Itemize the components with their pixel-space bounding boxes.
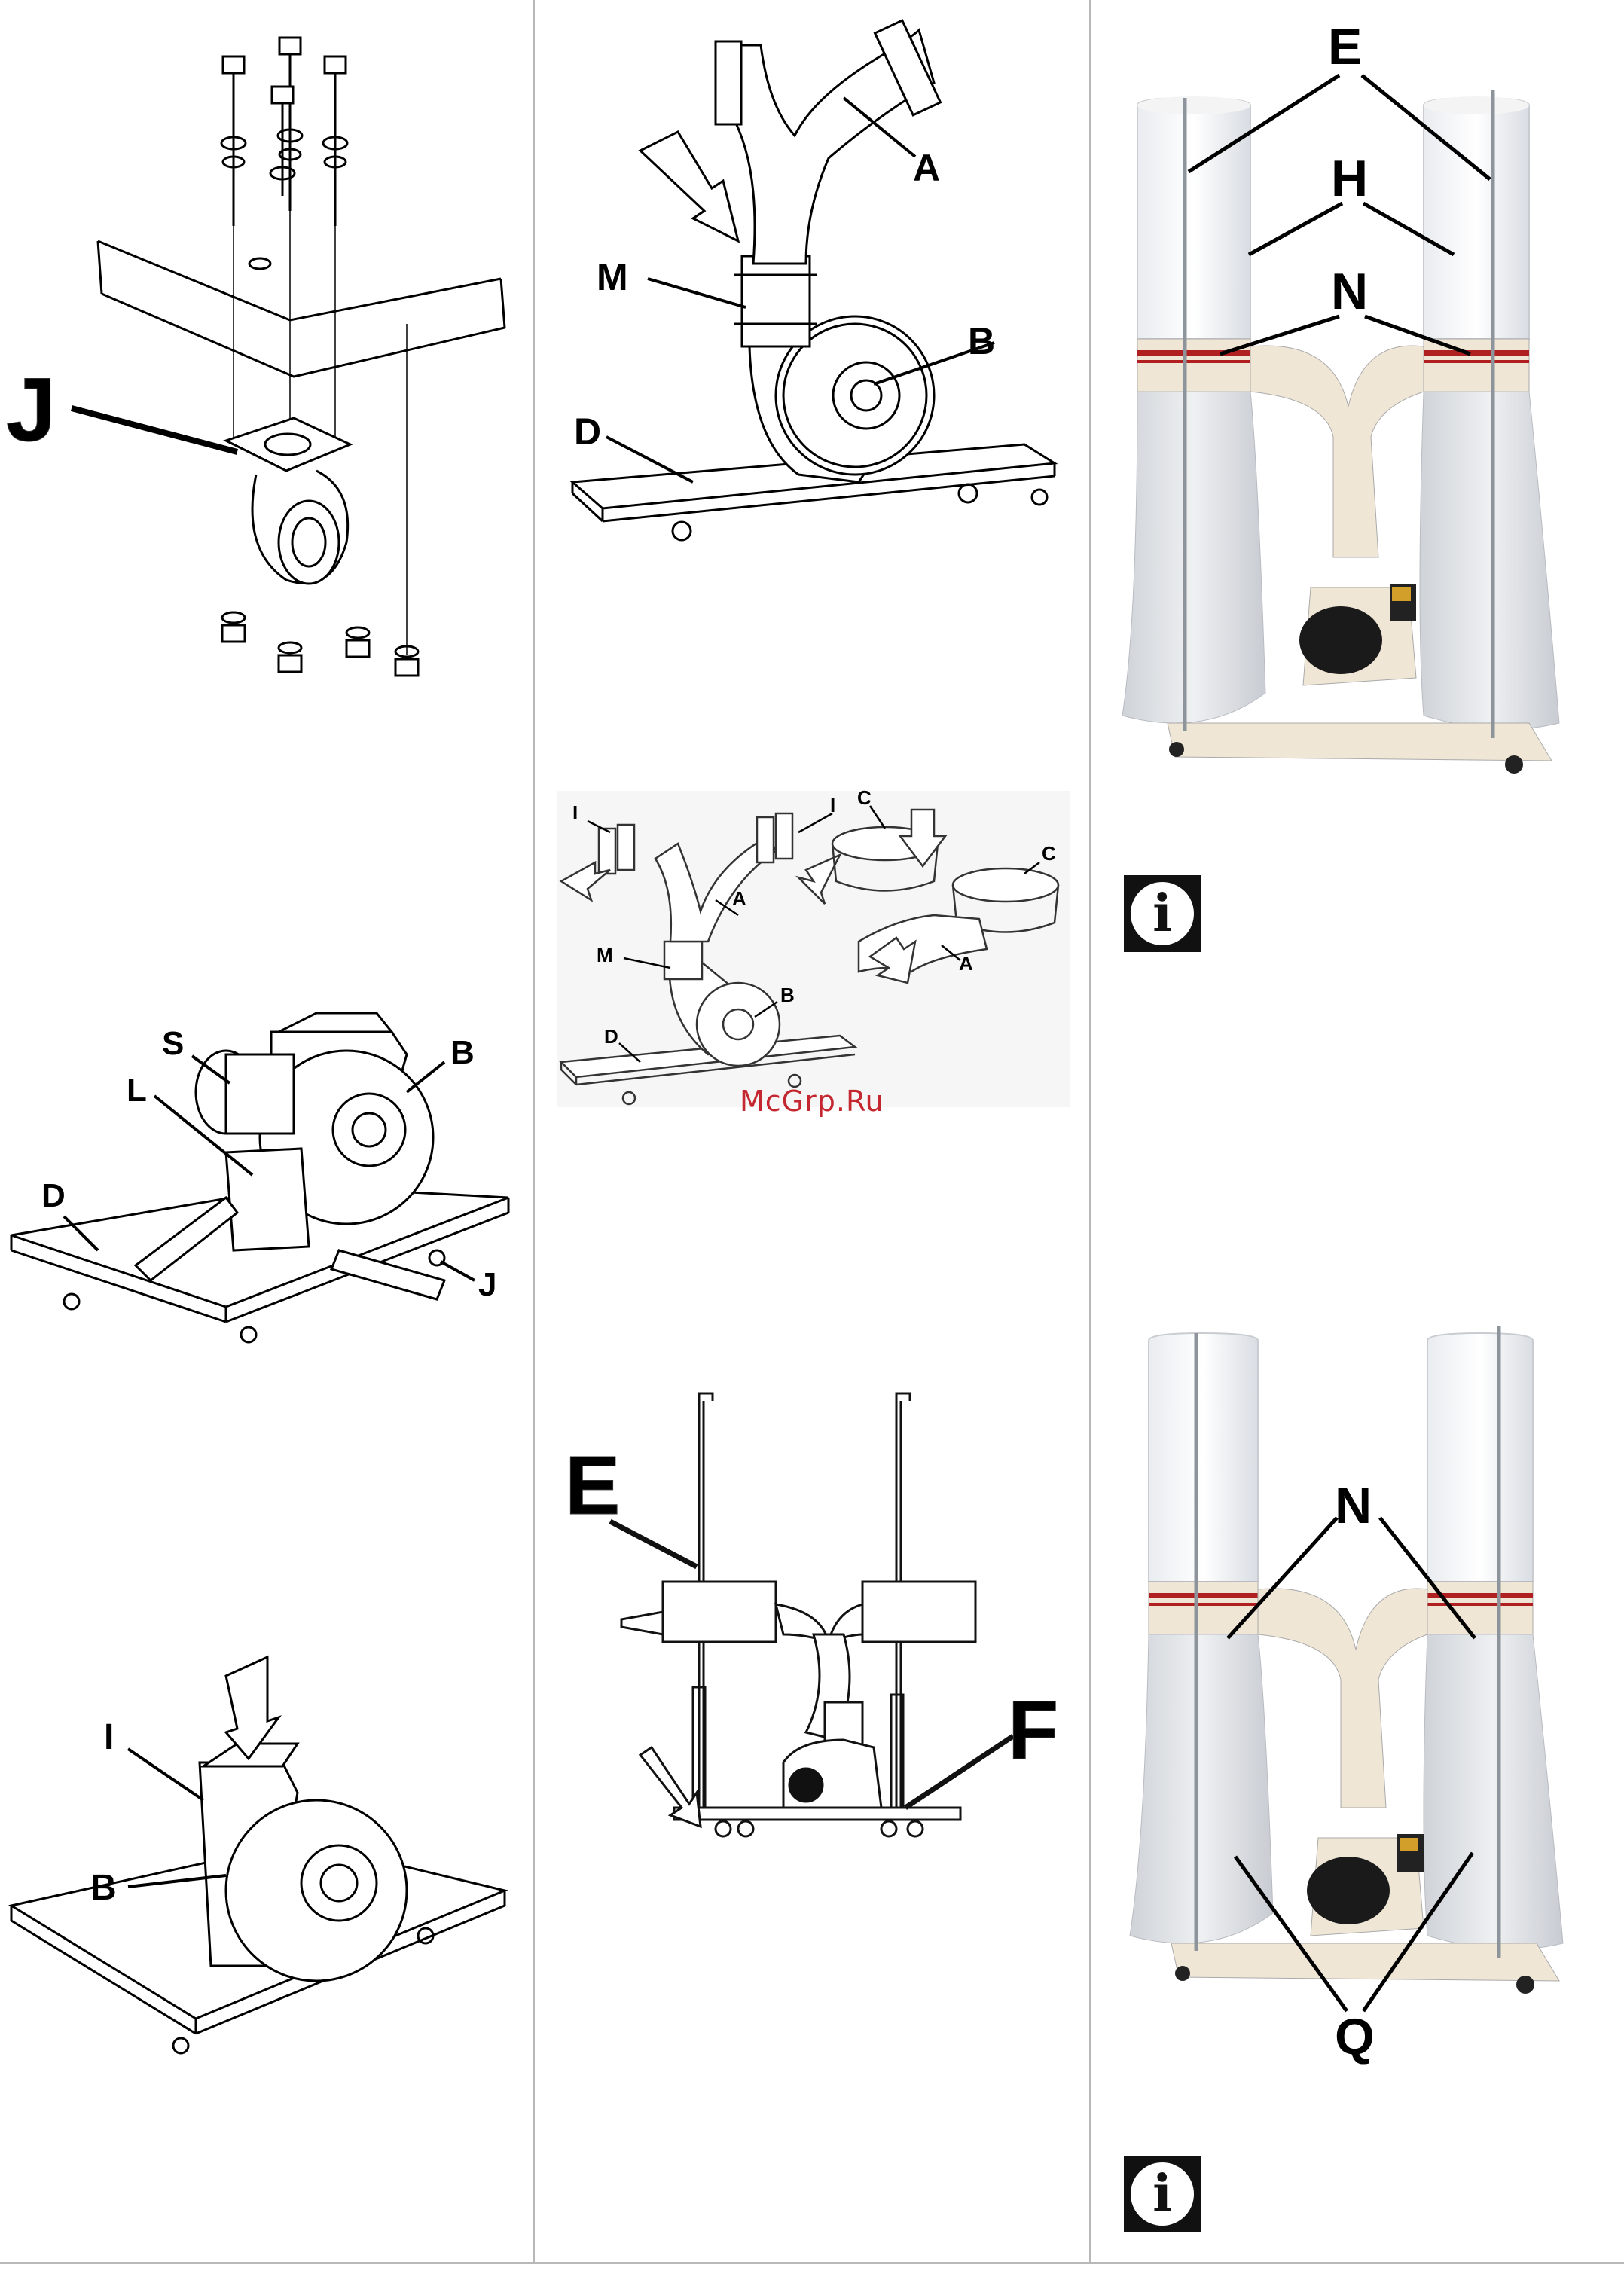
- label-a: A: [913, 147, 940, 189]
- label-m: M: [597, 944, 613, 966]
- collector-filter-bags-figure: E H N: [1107, 15, 1619, 783]
- label-b: B: [968, 320, 995, 362]
- support-poles-figure: E F: [557, 1386, 1077, 1898]
- label-m: M: [597, 256, 628, 298]
- label-s: S: [162, 1025, 184, 1062]
- info-icon: i: [1124, 2156, 1201, 2232]
- label-d: D: [574, 410, 601, 453]
- label-a-left: A: [732, 887, 746, 910]
- label-f: F: [1008, 1684, 1058, 1777]
- blower-y-pipe-figure: A M B D: [542, 15, 1085, 557]
- label-b: B: [780, 984, 795, 1006]
- label-j: J: [478, 1266, 496, 1303]
- column-divider-left: [533, 0, 535, 2263]
- label-i-right: I: [830, 794, 835, 816]
- blower-inlet-figure: I B: [0, 1657, 527, 2079]
- footer-rule: [0, 2262, 1624, 2264]
- flanges-collars-figure: I I A M B D C C A: [557, 791, 1077, 1107]
- label-b: B: [450, 1034, 475, 1071]
- label-d: D: [41, 1177, 66, 1214]
- label-n: N: [1335, 1477, 1372, 1534]
- label-h: H: [1331, 150, 1368, 207]
- blower-base-figure: S B L D J: [0, 1009, 527, 1356]
- column-divider-right: [1089, 0, 1091, 2263]
- label-e: E: [1328, 18, 1362, 75]
- watermark: McGrp.Ru: [740, 1085, 884, 1118]
- label-n: N: [1331, 263, 1368, 320]
- label-c-left: C: [857, 786, 872, 809]
- label-i: I: [104, 1717, 114, 1757]
- label-c-right: C: [1042, 842, 1056, 865]
- label-e: E: [565, 1439, 620, 1532]
- label-l: L: [127, 1072, 147, 1109]
- label-q: Q: [1335, 2008, 1375, 2065]
- info-icon: i: [1124, 875, 1201, 952]
- label-j: J: [6, 359, 56, 460]
- collector-collection-bags-figure: N Q: [1107, 1326, 1619, 2079]
- label-i-left: I: [572, 801, 578, 824]
- label-d: D: [604, 1025, 618, 1048]
- label-a-right: A: [959, 952, 973, 975]
- label-b: B: [90, 1868, 117, 1908]
- caster-mount-figure: J: [0, 23, 527, 700]
